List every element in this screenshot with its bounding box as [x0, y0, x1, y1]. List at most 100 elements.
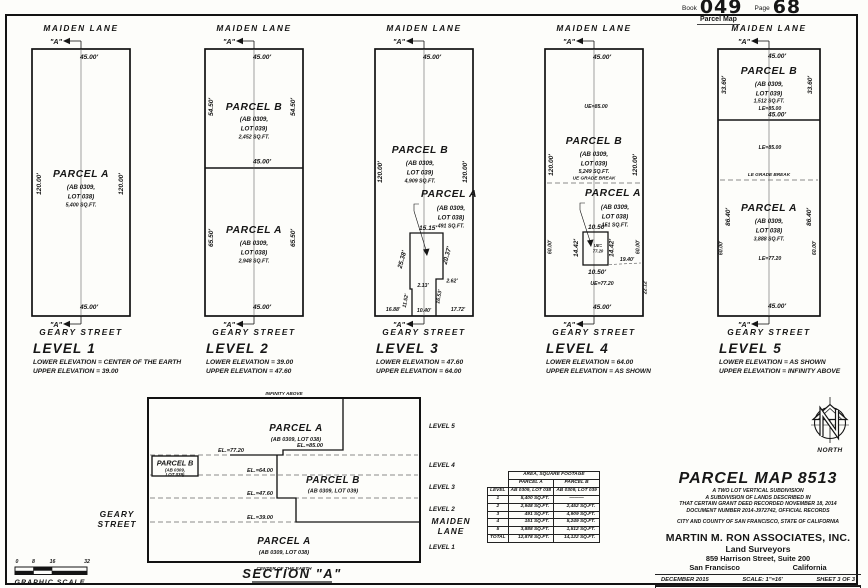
dim-label: 10.50' [588, 269, 607, 276]
level-title: LEVEL 1 [33, 341, 96, 356]
street-label: GEARY STREET [552, 327, 635, 337]
dim-label: 54.50' [290, 98, 297, 117]
surveyor-state: California [792, 562, 827, 572]
table-spacer [488, 479, 509, 487]
dim-label: 45.00' [252, 304, 272, 311]
dim-label: 60.00' [636, 239, 642, 254]
parcel-sub: (AB 0309, LOT 038) [259, 550, 309, 556]
offset-dim-line [608, 262, 642, 265]
dim-label: 33.60' [721, 76, 728, 95]
parcel-b-left-box [151, 455, 199, 477]
section-marker-label: "A" [563, 37, 576, 46]
elevation-label: EL.=77.20 [218, 448, 245, 454]
north-label: NORTH [817, 447, 843, 454]
dim-label: 60.00' [719, 240, 725, 255]
dim-label: 16.88' [386, 307, 401, 313]
upper-elevation: UPPER ELEVATION = 39.00 [33, 368, 119, 375]
upper-elevation: UPPER ELEVATION = AS SHOWN [546, 368, 651, 375]
street-label: MAIDEN LANE [556, 23, 631, 33]
street-label: GEARY STREET [727, 327, 810, 337]
section-marker-label: "A" [393, 37, 406, 46]
lower-elevation-note: LE=77.20 [759, 256, 782, 262]
section-marker-label: "A" [738, 37, 751, 46]
parcel-name: PARCEL A [741, 203, 797, 214]
parcel-area: 4,909 SQ.FT. [404, 179, 436, 185]
dim-label: 45.00' [79, 54, 99, 61]
surveyor-city-state: San Francisco California [655, 563, 861, 575]
table-cell: 2,948 SQ.FT. [507, 502, 555, 512]
table-row: 1 5,400 SQ.FT. ——— [487, 494, 601, 504]
north-arrow-icon [811, 397, 849, 443]
dim-label: 54.50' [208, 98, 215, 117]
parcel-block: (AB 0309, [755, 218, 783, 225]
map-scale: SCALE: 1"=16' [742, 576, 783, 583]
parcel-name: PARCEL A [421, 189, 477, 200]
dim-label: 10.40' [417, 308, 432, 314]
section-marker-label: "A" [223, 320, 236, 329]
dim-label: 45.00' [767, 53, 787, 60]
lower-elevation: LOWER ELEVATION = 47.60 [376, 359, 463, 366]
level-1-plan: MAIDEN LANE "A" 45.00' 120.00' 120.00' P… [31, 23, 181, 375]
book-page-header: Book 049 Page 68 [682, 0, 801, 18]
level-title: LEVEL 4 [546, 341, 609, 356]
table-row: 4 151 SQ.FT. 5,249 SQ.FT. [487, 518, 601, 528]
section-marker-label: "A" [50, 320, 63, 329]
dim-label: 15.15' [419, 225, 438, 232]
upper-elevation: UPPER ELEVATION = 64.00 [376, 368, 462, 375]
dim-label: 45.00' [592, 304, 612, 311]
parcel-area: 491 SQ.FT. [437, 224, 464, 230]
street-label: MAIDEN LANE [216, 23, 291, 33]
parcel-block: (AB 0309, [580, 151, 608, 158]
parcel-a-pointer [413, 203, 430, 256]
parcel-name: PARCEL B [226, 102, 282, 113]
level-2-plan: MAIDEN LANE "A" 45.00' 54.50' 54.50' PAR… [204, 23, 304, 375]
table-cell: TOTAL [487, 534, 509, 544]
parcel-area: 3,888 SQ.FT. [754, 237, 785, 243]
dim-label: 120.00' [462, 161, 469, 183]
level-title: LEVEL 5 [719, 341, 782, 356]
scale-tick-label: 8 [32, 559, 35, 565]
doc-type-label: Parcel Map [697, 16, 740, 25]
parcel-area: 151 SQ.FT. [602, 223, 628, 229]
map-title: PARCEL MAP 8513 [678, 470, 838, 487]
dim-label: 65.50' [208, 229, 215, 248]
title-block: PARCEL MAP 8513 A TWO LOT VERTICAL SUBDI… [655, 440, 861, 588]
lower-elevation-note: LE=85.00 [759, 145, 782, 151]
parcel-a-pointer [579, 202, 594, 247]
level-ref-label: LEVEL 2 [429, 506, 455, 513]
book-number: 049 [699, 0, 743, 18]
table-cell: ——— [553, 494, 601, 504]
lower-elevation: LOWER ELEVATION = CENTER OF THE EARTH [33, 359, 181, 366]
dim-label: 120.00' [548, 154, 555, 176]
dim-label: 120.00' [36, 173, 43, 195]
table-header-cell: LEVEL [487, 486, 509, 496]
section-cut-marker-top [236, 37, 255, 49]
table-row: 2 2,948 SQ.FT. 2,452 SQ.FT. [487, 502, 601, 512]
dim-label: 60.00' [548, 239, 554, 254]
section-marker-label: "A" [738, 320, 751, 329]
sheet-border [5, 14, 858, 585]
scale-label: GRAPHIC SCALE [15, 580, 86, 587]
table-cell: 151 SQ.FT. [507, 518, 555, 528]
table-cell: 1 [487, 494, 509, 504]
parcel-area: 2,452 SQ.FT. [238, 135, 270, 141]
dim-label: 19.40' [620, 257, 635, 263]
parcel-name: PARCEL B [566, 136, 622, 147]
parcel-area: 5,249 SQ.FT. [579, 169, 610, 175]
dim-label: 2.62' [445, 279, 458, 285]
section-marker-label: "A" [50, 37, 63, 46]
level-ref-label: LEVEL 4 [429, 462, 455, 469]
dim-label: 45.00' [252, 159, 272, 166]
area-square-footage-table: AREA, SQUARE FOOTAGE PARCEL A PARCEL B L… [487, 471, 601, 544]
dim-label: 45.00' [252, 54, 272, 61]
elevation-label: EL.=39.00 [247, 515, 274, 521]
dim-label: 86.40' [806, 208, 813, 227]
parcel-lot: LOT 039) [407, 170, 433, 177]
parcel-name: PARCEL A [53, 169, 109, 180]
section-cut-marker-bottom [63, 316, 82, 328]
level-title: LEVEL 2 [206, 341, 269, 356]
parcel-lot: LOT 038) [438, 215, 464, 222]
dim-label: 20.37' [442, 246, 454, 267]
surveyor-city: San Francisco [689, 562, 740, 572]
dim-label: 60.00' [812, 240, 818, 255]
